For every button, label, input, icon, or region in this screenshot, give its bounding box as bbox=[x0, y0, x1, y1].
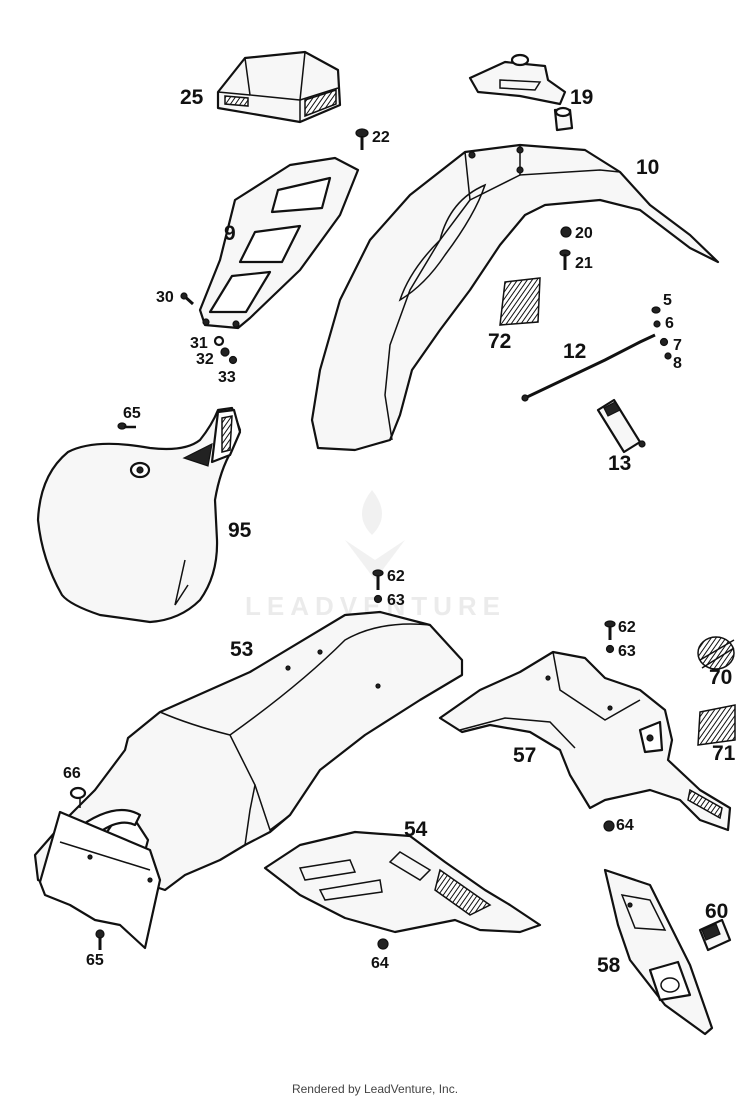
part-54-mudflap[interactable] bbox=[263, 830, 542, 934]
callout-31: 31 bbox=[190, 335, 208, 352]
callout-13: 13 bbox=[608, 452, 631, 475]
part-21-bolt[interactable] bbox=[559, 249, 571, 270]
part-10-front-fender[interactable] bbox=[310, 143, 720, 452]
callout-22: 22 bbox=[372, 129, 390, 146]
callout-21: 21 bbox=[575, 255, 593, 272]
callout-63-top: 63 bbox=[387, 592, 405, 609]
callout-19: 19 bbox=[570, 86, 593, 109]
callout-62-right: 62 bbox=[618, 619, 636, 636]
part-57-rear-section[interactable] bbox=[438, 650, 732, 832]
part-62-63-hardware-top[interactable] bbox=[372, 569, 384, 604]
part-22-screw[interactable] bbox=[355, 128, 369, 150]
part-20-washer[interactable] bbox=[560, 226, 572, 238]
callout-57: 57 bbox=[513, 744, 536, 767]
part-65-screw-bottom[interactable] bbox=[95, 929, 105, 950]
callout-8: 8 bbox=[673, 355, 682, 372]
callout-5: 5 bbox=[663, 292, 672, 309]
callout-25: 25 bbox=[180, 86, 204, 109]
part-58-license-bracket[interactable] bbox=[603, 868, 714, 1036]
part-60-small-plate[interactable] bbox=[698, 918, 732, 952]
callout-65-top: 65 bbox=[123, 405, 141, 422]
callout-60: 60 bbox=[705, 900, 728, 923]
part-66-grommet[interactable] bbox=[69, 786, 87, 808]
part-12-rod[interactable] bbox=[521, 333, 656, 402]
callout-72: 72 bbox=[488, 330, 511, 353]
callout-95: 95 bbox=[228, 519, 252, 542]
part-65-screw-top[interactable] bbox=[117, 422, 136, 430]
part-30-screw[interactable] bbox=[180, 292, 195, 306]
callout-58: 58 bbox=[597, 954, 621, 977]
callout-33: 33 bbox=[218, 369, 236, 386]
callout-30: 30 bbox=[156, 289, 174, 306]
part-71-reflector[interactable] bbox=[697, 704, 736, 746]
part-19-bracket[interactable] bbox=[468, 53, 574, 132]
callout-63-right: 63 bbox=[618, 643, 636, 660]
callout-65-bottom: 65 bbox=[86, 952, 104, 969]
part-25-airbox-cover[interactable] bbox=[216, 50, 342, 124]
callout-54: 54 bbox=[404, 818, 428, 841]
part-70-round-reflector[interactable] bbox=[697, 636, 735, 670]
callout-70: 70 bbox=[709, 666, 732, 689]
part-53-rear-fender[interactable] bbox=[33, 610, 464, 950]
callout-20: 20 bbox=[575, 225, 593, 242]
callout-9: 9 bbox=[224, 222, 236, 245]
callout-32: 32 bbox=[196, 351, 214, 368]
part-62-63-hardware-right[interactable] bbox=[604, 620, 616, 654]
callout-71: 71 bbox=[712, 742, 736, 765]
part-95-number-plate[interactable] bbox=[36, 406, 242, 624]
callout-66: 66 bbox=[63, 765, 81, 782]
footer-credit[interactable]: Rendered by LeadVenture, Inc. bbox=[291, 1082, 459, 1096]
part-5-8-hardware[interactable] bbox=[651, 306, 672, 360]
part-72-reflector[interactable] bbox=[499, 277, 541, 326]
callout-64-right: 64 bbox=[616, 817, 634, 834]
callout-6: 6 bbox=[665, 315, 674, 332]
part-64-nut-right[interactable] bbox=[603, 820, 615, 832]
callout-62-top: 62 bbox=[387, 568, 405, 585]
part-31-33-washers[interactable] bbox=[213, 335, 238, 365]
callout-10: 10 bbox=[636, 156, 659, 179]
callout-53: 53 bbox=[230, 638, 253, 661]
callout-64-left: 64 bbox=[371, 955, 389, 972]
callouts: 25 19 22 10 9 20 21 72 5 6 7 8 12 30 31 … bbox=[63, 86, 736, 977]
part-9-plate-frame[interactable] bbox=[198, 156, 360, 330]
part-13-clip[interactable] bbox=[596, 398, 646, 454]
callout-12: 12 bbox=[563, 340, 586, 363]
callout-7: 7 bbox=[673, 337, 682, 354]
part-64-nut-left[interactable] bbox=[377, 938, 389, 950]
